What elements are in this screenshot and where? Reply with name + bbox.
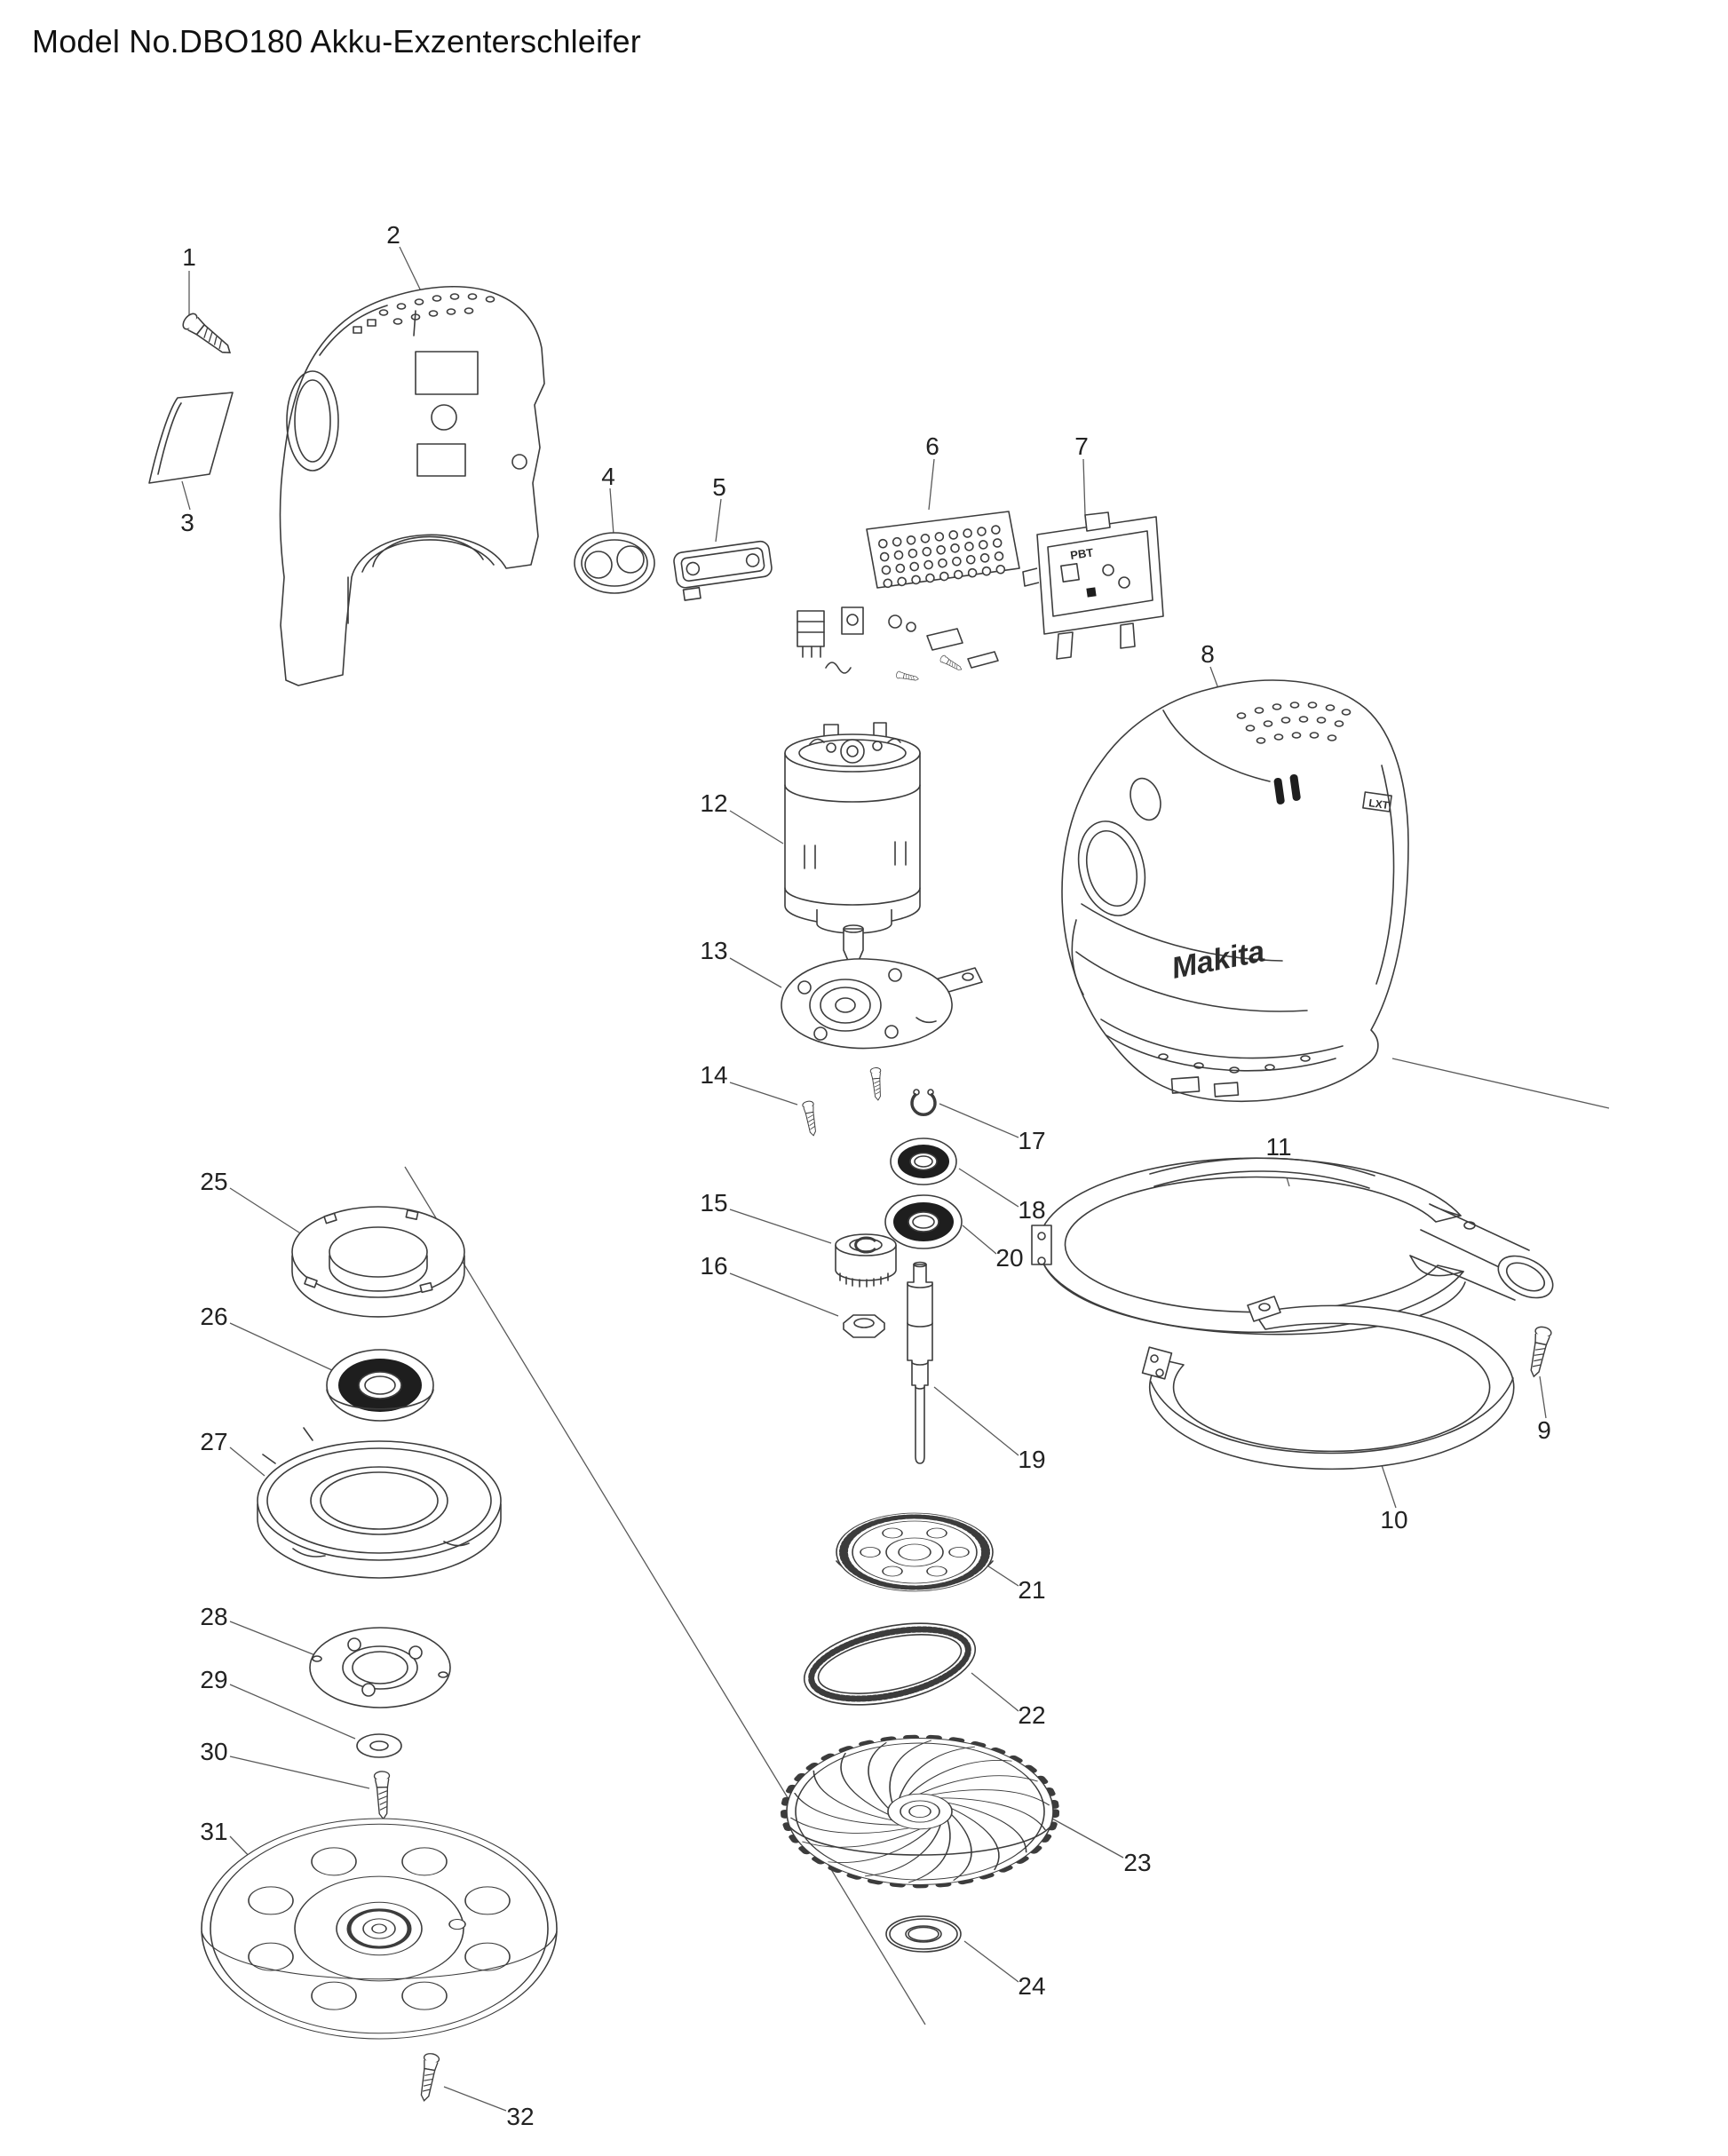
part-callout-2: 2: [386, 221, 400, 249]
part-27-brake-plate-drawing: [257, 1427, 502, 1579]
part-28-flange-drawing: [309, 1627, 451, 1708]
part-29-washer-drawing: [356, 1733, 402, 1758]
part-24-washer-drawing: [885, 1915, 962, 1953]
part-callout-11: 11: [1265, 1133, 1292, 1161]
part-callout-30: 30: [200, 1738, 228, 1765]
part-callout-20: 20: [995, 1244, 1024, 1272]
part-callout-22: 22: [1018, 1701, 1046, 1729]
part-callout-32: 32: [506, 2103, 535, 2130]
part-callout-28: 28: [200, 1603, 228, 1630]
part-16-nut-drawing: [843, 1314, 885, 1338]
part-9-screw-drawing: [1525, 1325, 1553, 1379]
part-callout-17: 17: [1018, 1127, 1046, 1154]
part-callout-31: 31: [200, 1818, 228, 1845]
part-3-seal-drawing: [148, 392, 234, 484]
part-32-screw-drawing: [416, 2051, 440, 2103]
part-17-circlip-drawing: [910, 1089, 937, 1116]
part-11-ring-handle-drawing: [1031, 1157, 1554, 1336]
part-callout-1: 1: [182, 243, 196, 271]
part-callout-25: 25: [200, 1168, 228, 1195]
part-10-band-drawing: [1141, 1296, 1515, 1470]
part-13-bearing-box-drawing: [781, 958, 983, 1050]
part-19-shaft-drawing: [907, 1261, 933, 1464]
part-callout-26: 26: [200, 1303, 228, 1330]
part-26-bearing-drawing: [326, 1349, 434, 1422]
part-12-motor-drawing: [784, 722, 921, 986]
switch-small-parts: [797, 606, 999, 683]
part-14-screw-drawing: [801, 1066, 884, 1137]
part-callout-5: 5: [712, 473, 726, 501]
part-5-switch-plate-drawing: [673, 540, 773, 601]
part-callout-23: 23: [1123, 1849, 1152, 1876]
housing8-vent-dots: [1236, 701, 1351, 744]
part-callout-24: 24: [1018, 1972, 1046, 2000]
part-2-housing-half-drawing: [279, 286, 545, 686]
part-21-pulley-drawing: [836, 1512, 994, 1592]
part-7-terminal-block-drawing: PBT: [1022, 511, 1164, 660]
part-8-main-housing-drawing: LXT Makita: [1061, 679, 1409, 1102]
part-18-bearing-drawing: [890, 1137, 957, 1185]
part-22-belt-drawing: [803, 1622, 977, 1706]
part-callout-9: 9: [1537, 1416, 1551, 1444]
part-callout-10: 10: [1380, 1506, 1408, 1534]
part-callout-12: 12: [700, 789, 728, 817]
part-callout-8: 8: [1201, 640, 1215, 668]
part-31-pad-drawing: [201, 1818, 558, 2040]
part-callout-19: 19: [1018, 1446, 1046, 1473]
part-callout-13: 13: [700, 937, 728, 964]
part-23-fan-drawing: [781, 1734, 1059, 1889]
part-callout-18: 18: [1018, 1196, 1046, 1224]
part-callout-7: 7: [1074, 432, 1089, 460]
part-30-screw-drawing: [373, 1770, 392, 1820]
part-callout-4: 4: [601, 463, 615, 490]
housing-badge-text: LXT: [1368, 797, 1391, 812]
part-callout-6: 6: [925, 432, 939, 460]
part-6-controller-drawing: [797, 511, 1020, 683]
part-callout-15: 15: [700, 1189, 728, 1217]
terminal-block-text: PBT: [1069, 545, 1094, 561]
page-title: Model No.DBO180 Akku-Exzenterschleifer: [32, 23, 641, 59]
part-callout-29: 29: [200, 1666, 228, 1693]
controller-hole-grid: [877, 525, 1006, 589]
housing-vent-dots: [378, 293, 495, 325]
part-callout-3: 3: [180, 509, 194, 536]
part-callout-16: 16: [700, 1252, 728, 1280]
part-4-grommet-drawing: [574, 532, 655, 594]
part-callout-21: 21: [1018, 1576, 1046, 1604]
part-15-gear-drawing: [835, 1233, 897, 1288]
part-1-screw-drawing: [179, 310, 236, 361]
part-20-bearing-drawing: [884, 1194, 963, 1249]
part-25-ring-drawing: [291, 1206, 465, 1318]
part-callout-27: 27: [200, 1428, 228, 1455]
part-callout-14: 14: [700, 1061, 728, 1089]
